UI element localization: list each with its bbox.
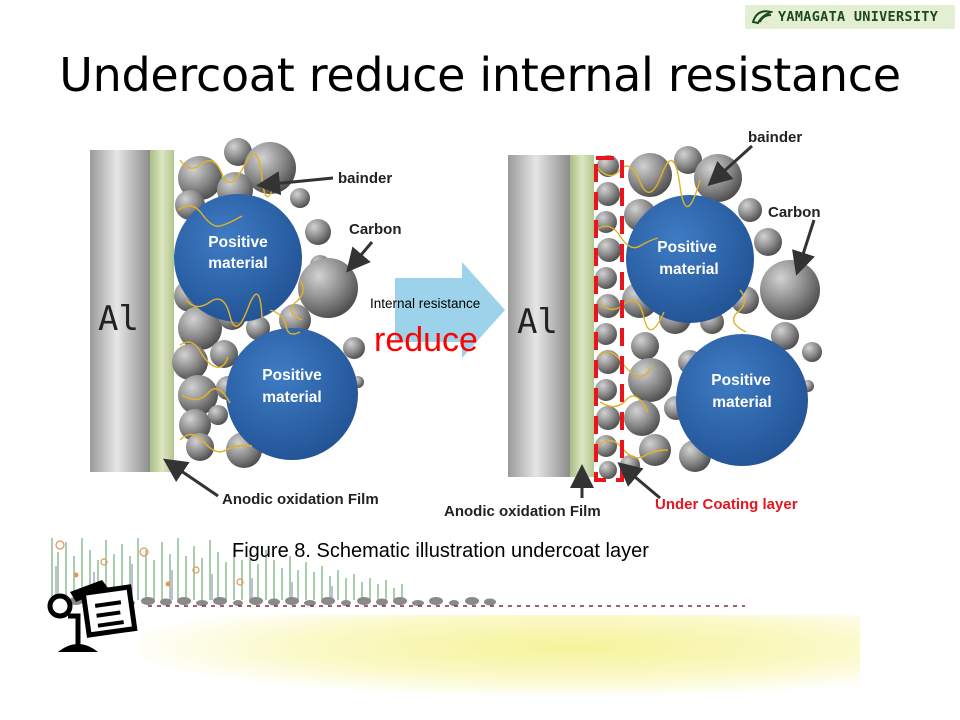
left-al-collector [90, 150, 150, 472]
left-positive-material-2 [226, 328, 358, 460]
left-positive-material-1 [174, 194, 302, 322]
right-binder-label: bainder [748, 129, 802, 146]
left-carbon-particles [172, 138, 365, 468]
left-positive-2-line-1: Positive [262, 367, 322, 384]
right-al-collector [508, 155, 570, 477]
right-anodic-film [570, 155, 594, 477]
left-film-arrow [163, 458, 219, 498]
right-positive-material-2 [676, 334, 808, 466]
left-positive-2-line-2: material [262, 389, 321, 406]
yamagata-leaf-logo-icon [751, 10, 773, 25]
left-cell-diagram: Al bainder Carbon Positive material Posi… [90, 138, 402, 508]
right-undercoat-particles [595, 155, 621, 479]
big-right-arrow-icon [395, 262, 505, 358]
reading-lamp-document-icon [47, 580, 138, 652]
right-positive-2-line-2: material [712, 394, 771, 411]
left-positive-1-line-2: material [208, 255, 267, 272]
right-cell-diagram: Al bainder Carbon Positive material Posi… [444, 129, 822, 520]
left-carbon-arrow [346, 241, 374, 273]
right-carbon-arrow [792, 219, 816, 276]
undercoat-layer-box [594, 156, 624, 482]
left-carbon-label: Carbon [349, 221, 402, 238]
university-logo: YAMAGATA UNIVERSITY [745, 5, 955, 29]
left-binder-arrow [256, 171, 334, 196]
right-positive-2-line-1: Positive [711, 372, 771, 389]
right-positive-1-line-2: material [659, 261, 718, 278]
slide-title: Undercoat reduce internal resistance [59, 48, 901, 102]
right-binder-strands [595, 159, 747, 459]
left-binder-label: bainder [338, 170, 392, 187]
right-binder-arrow [707, 144, 754, 187]
right-carbon-particles [620, 146, 822, 475]
right-positive-material-1 [626, 195, 754, 323]
left-positive-1-line-1: Positive [208, 234, 268, 251]
internal-resistance-label: Internal resistance [370, 296, 480, 311]
left-anodic-film [150, 150, 174, 472]
right-carbon-label: Carbon [768, 204, 821, 221]
figure-caption: Figure 8. Schematic illustration underco… [232, 540, 649, 562]
right-film-label: Anodic oxidation Film [444, 503, 601, 520]
logo-text: YAMAGATA UNIVERSITY [778, 9, 939, 25]
right-al-label: Al [517, 302, 558, 342]
reduce-label: reduce [374, 321, 478, 359]
left-al-label: Al [98, 299, 139, 339]
transition-arrow: Internal resistance reduce [370, 262, 505, 359]
grass-decoration [51, 538, 403, 600]
undercoat-layer-label: Under Coating layer [655, 496, 798, 513]
right-positive-1-line-1: Positive [657, 239, 717, 256]
ground-glow [140, 615, 860, 695]
left-film-label: Anodic oxidation Film [222, 491, 379, 508]
right-undercoat-arrow [617, 462, 661, 500]
